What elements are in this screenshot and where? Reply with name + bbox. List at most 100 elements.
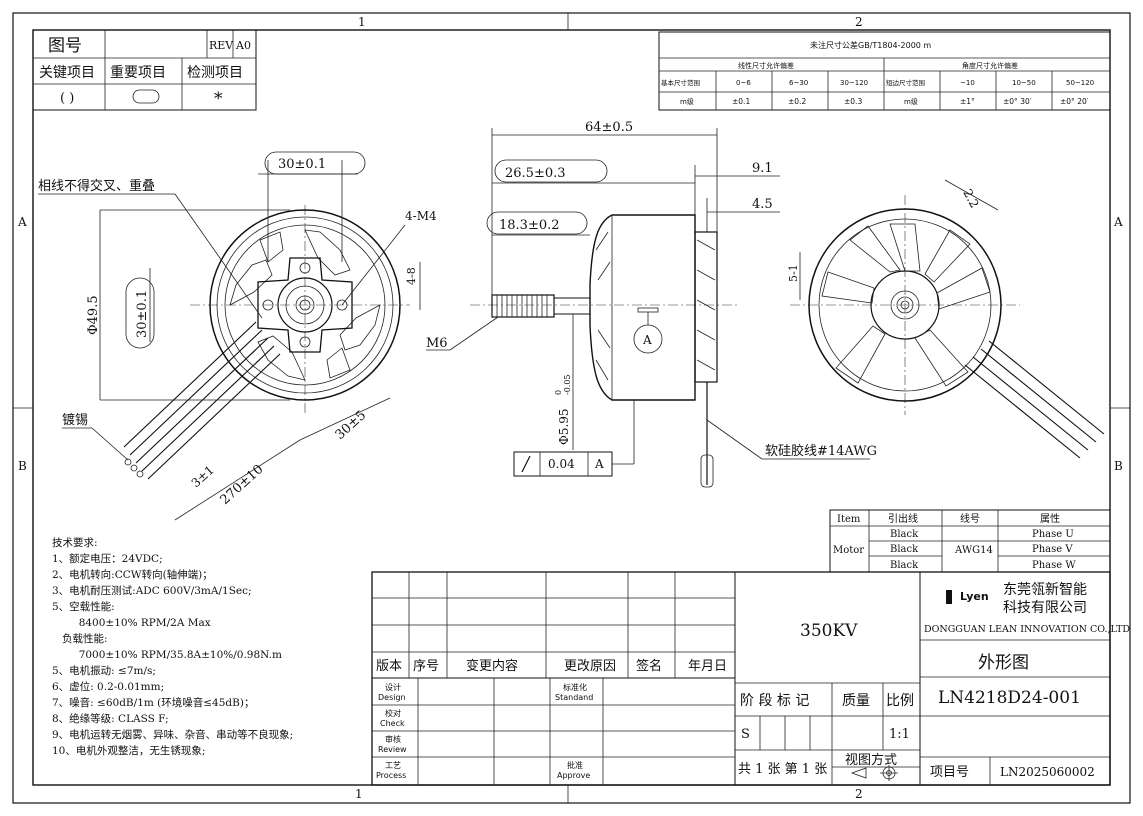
zone-right-b: B [1114, 459, 1123, 473]
company-logo: Lyen [960, 590, 989, 603]
tolerance-title: 未注尺寸公差GB/T1804-2000 m [810, 40, 931, 50]
dim-30-top: 30±0.1 [278, 157, 326, 172]
inspect-item-symbol: * [214, 89, 223, 109]
review-cn: 审核 [385, 734, 401, 744]
important-item-label: 重要项目 [110, 65, 166, 81]
note-line: 2、电机转向:CCW转向(轴伸端)； [52, 569, 213, 581]
projection-cone-icon [850, 767, 867, 779]
tolerance-table: 未注尺寸公差GB/T1804-2000 m 线性尺寸允许偏差 角度尺寸允许偏差 … [658, 31, 1111, 111]
rear-view: 2.2 5-1 [787, 179, 1105, 459]
wire-lead-1: Black [890, 544, 919, 555]
angular-range-0: ~10 [960, 79, 975, 87]
zone-bottom-1: 1 [355, 787, 363, 801]
linear-range-0: 0~6 [736, 79, 751, 87]
datum-a: A [642, 333, 652, 347]
note-line: 3、电机耐压测试:ADC 600V/3mA/1Sec; [52, 585, 252, 597]
dim-3-1: 3±1 [189, 463, 217, 490]
company-cn-2: 科技有限公司 [1003, 600, 1087, 616]
zone-top-2: 2 [855, 15, 863, 29]
linear-value-2: ±0.3 [844, 97, 862, 106]
linear-range-label: 基本尺寸范围 [661, 78, 700, 87]
process-cn: 工艺 [385, 761, 401, 770]
rev-col-date: 年月日 [688, 659, 727, 674]
wire-item: Motor [833, 545, 864, 556]
rev-col-seq: 序号 [413, 659, 439, 674]
side-view: A 64±0.5 26.5±0.3 18.3±0.2 9.1 4.5 M6 Φ5… [426, 120, 877, 488]
dim-dia-49: Φ49.5 [86, 295, 101, 335]
note-line: 10、电机外观整洁，无生锈现象; [52, 745, 206, 757]
note-line: 7000±10% RPM/35.8A±10%/0.98N.m [52, 649, 282, 661]
wire-header-lead: 引出线 [888, 512, 918, 525]
standard-cn: 标准化 [563, 682, 587, 692]
dim-4-5: 4.5 [752, 197, 773, 212]
note-line: 5、电机振动: ≤7m/s; [52, 665, 156, 677]
rev-col-content: 变更内容 [466, 658, 518, 674]
wire-attr-1: Phase V [1032, 544, 1073, 555]
angular-range-1: 10~50 [1012, 79, 1036, 87]
stage-value: S [741, 727, 750, 742]
grade-label-angular: m级 [904, 97, 918, 106]
dim-26-5: 26.5±0.3 [505, 166, 566, 181]
linear-header: 线性尺寸允许偏差 [738, 61, 794, 70]
tin-note: 镀锡 [62, 412, 88, 428]
wire-note: 软硅胶线#14AWG [765, 443, 877, 459]
dim-30-5: 30±5 [333, 408, 370, 443]
scale-value: 1:1 [889, 727, 910, 742]
company-en: DONGGUAN LEAN INNOVATION CO.,LTD [924, 624, 1130, 635]
check-cn: 校对 [385, 708, 401, 718]
lead-note: 相线不得交叉、重叠 [38, 178, 155, 194]
angular-header: 角度尺寸允许偏差 [962, 61, 1018, 70]
key-item-symbol: ( ) [60, 91, 74, 106]
runout-datum: A [594, 457, 604, 471]
title-block: 版本 序号 变更内容 更改原因 签名 年月日 设计 Design 校对 Chec… [371, 571, 1130, 786]
dim-4-m4: 4-M4 [405, 209, 437, 223]
dim-5-1: 5-1 [787, 264, 800, 282]
project-number: LN2025060002 [1000, 765, 1095, 779]
runout-value: 0.04 [548, 457, 575, 471]
wire-gauge: AWG14 [954, 545, 993, 556]
note-line: 1、额定电压：24VDC; [52, 553, 163, 565]
wire-header-item: Item [837, 514, 861, 525]
dim-18-3: 18.3±0.2 [499, 218, 560, 233]
angular-range-label: 短边尺寸范围 [886, 78, 925, 87]
technical-notes: 技术要求: 1、额定电压：24VDC; 2、电机转向:CCW转向(轴伸端)； 3… [52, 535, 372, 759]
wire-lead-2: Black [890, 560, 919, 571]
dim-4-8: 4-8 [405, 267, 418, 285]
zone-left-b: B [18, 459, 27, 473]
drawing-number: LN4218D24-001 [938, 688, 1081, 708]
wire-lead-0: Black [890, 529, 919, 540]
kv-rating: 350KV [800, 621, 858, 641]
drawing-no-label: 图号 [48, 36, 82, 56]
dim-270: 270±10 [218, 462, 267, 508]
note-line: 技术要求: [52, 537, 98, 549]
approve-cn: 批准 [567, 760, 583, 770]
dim-shaft-tol-up: 0 [554, 390, 563, 395]
linear-value-1: ±0.2 [788, 97, 806, 106]
zone-left-a: A [17, 215, 27, 229]
note-line: 8、绝缘等级: CLASS F; [52, 713, 169, 725]
linear-range-2: 30~120 [840, 79, 868, 87]
dim-9-1: 9.1 [752, 161, 773, 176]
company-cn-1: 东莞瓴新智能 [1003, 582, 1087, 598]
zone-right-a: A [1113, 215, 1123, 229]
front-view: 30±0.1 Φ49.5 30±0.1 4-M4 4-8 相线不得交叉、重叠 镀… [38, 151, 437, 521]
stage-label: 阶 段 标 记 [740, 693, 809, 709]
check-en: Check [380, 719, 405, 728]
important-item-symbol [132, 89, 160, 104]
angular-range-2: 50~120 [1066, 79, 1094, 87]
note-line: 7、噪音: ≤60dB/1m (环境噪音≤45dB)； [52, 697, 255, 709]
key-item-label: 关键项目 [39, 65, 95, 81]
dim-m6: M6 [426, 336, 448, 351]
rev-col-version: 版本 [376, 659, 402, 674]
note-line: 6、虚位: 0.2-0.01mm; [52, 681, 165, 693]
note-line: 负载性能: [52, 633, 108, 645]
wire-attr-0: Phase U [1032, 529, 1074, 540]
wire-attr-2: Phase W [1032, 560, 1076, 571]
linear-value-0: ±0.1 [732, 97, 750, 106]
view-method-label: 视图方式 [845, 752, 897, 768]
project-label: 项目号 [930, 765, 969, 780]
sheet-count: 共 1 张 第 1 张 [738, 762, 827, 777]
grade-label: m级 [680, 97, 694, 106]
dim-64: 64±0.5 [585, 120, 633, 135]
